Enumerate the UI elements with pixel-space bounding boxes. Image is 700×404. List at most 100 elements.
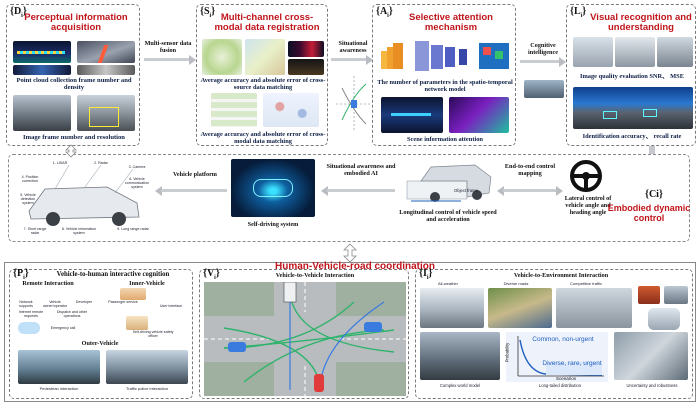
vehicle-sensor-diagram: 1. LiDAR 2. Radar 3. Camera 4. Position …	[15, 159, 153, 239]
sensor-label-5: 5. Vehicle detection system	[20, 193, 36, 206]
inner-heading: Inner-Vehicle	[129, 280, 165, 287]
e2e-arrow-left-head	[497, 185, 504, 196]
camera-image-2	[77, 95, 135, 131]
self-driving-caption: Self-driving system	[247, 221, 299, 228]
perception-caption-1: Point cloud collection frame number and …	[16, 77, 132, 92]
passenger-figure	[120, 288, 146, 300]
lidar-scan-lines	[17, 51, 65, 54]
diverse-roads-photo	[488, 288, 552, 328]
situational-sketch-svg	[336, 76, 372, 132]
human-panel: {Pi} Vehicle-to-human interactive cognit…	[9, 268, 193, 399]
sensor-label-4: 4. Position correction	[21, 175, 39, 184]
v2v-panel: {Vi} Vehicle-to-Vehicle Interaction	[199, 268, 409, 399]
pedestrian-caption: Pedestrian interaction	[39, 386, 79, 391]
control-tag: {Ci}	[645, 189, 663, 200]
complex-world-caption: Complex world model	[439, 383, 481, 388]
sensor-label-3: 3. Camera	[128, 165, 146, 169]
attention-tag: {Ai}	[376, 6, 393, 19]
police-photo	[106, 350, 188, 384]
self-driving-system-image	[231, 159, 315, 217]
attention-panel: {Ai} Selective attention mechanism The n…	[372, 4, 516, 146]
env-small-thumb-2	[664, 286, 688, 304]
intersection-diagram	[204, 282, 406, 396]
inner-item-1: Passenger service	[108, 300, 138, 304]
coordination-title: Human-Vehicle-road coordination	[274, 261, 436, 272]
attention-scene-2	[449, 97, 509, 133]
situational-arrow-shaft	[327, 189, 395, 192]
tail-y-axis-label: Probability	[504, 342, 510, 363]
cloud-icon	[18, 322, 40, 334]
recognition-caption-2: Identification accuracy、 recall rate	[582, 133, 682, 140]
perception-panel: {Di} Perceptual information acquisition …	[6, 4, 140, 146]
long-tail-plot	[506, 332, 608, 382]
vehicle-sensor-svg	[28, 164, 140, 226]
uncertainty-photo	[614, 332, 688, 380]
sensor-label-8: 8. Vehicle information system	[61, 227, 97, 236]
situational-arrow-head	[321, 185, 328, 196]
object-frame-label: Object frame	[454, 188, 478, 193]
situational-embodied-label: Situational awareness and embodied AI	[326, 163, 396, 178]
registration-layers	[211, 93, 257, 127]
registration-map	[245, 39, 285, 75]
detection-box	[89, 107, 119, 127]
tail-common-label: Common, non-urgent	[532, 336, 594, 343]
env-thumb-caption-3: Competitive traffic	[570, 281, 602, 286]
registration-point-cloud	[263, 93, 319, 127]
longitudinal-car-svg	[406, 164, 492, 202]
recognition-panel: {Li} Visual recognition and understandin…	[566, 4, 696, 146]
situational-sketch	[334, 74, 374, 134]
steering-wheel-icon	[570, 160, 602, 192]
recognition-title: Visual recognition and understanding	[590, 12, 692, 33]
v2v-tag: {Vi}	[203, 268, 220, 281]
recognition-tag: {Li}	[570, 6, 587, 19]
lidar-road-line	[97, 45, 109, 63]
arrow2-head	[366, 54, 373, 65]
perception-title: Perceptual information acquisition	[24, 12, 128, 33]
all-weather-photo	[420, 288, 484, 328]
recognition-highway	[573, 87, 693, 129]
vehicle-platform-arrow-head	[155, 185, 162, 196]
registration-sensor-graph	[202, 39, 242, 75]
pedestrian-photo	[18, 350, 100, 384]
registration-caption-1: Average accuracy and absolute error of c…	[200, 77, 326, 92]
control-panel: 1. LiDAR 2. Radar 3. Camera 4. Position …	[8, 154, 690, 242]
env-tag: {Ii}	[419, 268, 433, 281]
sensor-label-6: 6. Vehicle communication system	[124, 177, 150, 190]
control-coordination-double-arrow	[343, 243, 357, 263]
arrow1-shaft	[144, 58, 190, 61]
recognition-image-3	[657, 37, 693, 67]
vehicle-platform-label: Vehicle platform	[173, 171, 217, 178]
env-database-icon	[648, 308, 680, 330]
registration-panel: {Si} Multi-channel cross-modal data regi…	[196, 4, 328, 146]
arrow1-head	[189, 54, 196, 65]
cognitive-road-thumb	[524, 80, 564, 98]
recognition-bbox-2	[643, 109, 657, 117]
arrow2-label: Situational awareness	[338, 40, 368, 55]
recognition-bbox-1	[603, 111, 617, 119]
env-panel: {Ii} Vehicle-to-Environment Interaction …	[415, 268, 693, 399]
camera-image-1	[13, 95, 71, 131]
registration-night-road	[288, 59, 324, 75]
env-thumb-caption-1: All-weather	[437, 281, 458, 286]
attention-caption-2: Scene information attention	[407, 136, 483, 143]
network-layers-figure	[381, 41, 509, 71]
recognition-caption-1: Image quality evaluation SNR、 MSE	[579, 73, 685, 80]
tail-diverse-label: Diverse, rare, urgent	[542, 360, 602, 367]
human-tag: {Pi}	[13, 268, 29, 281]
coordination-panel: Human-Vehicle-road coordination {Pi} Veh…	[4, 261, 696, 402]
lidar-image-2	[77, 41, 135, 63]
remote-item-6: Emergency call	[50, 326, 76, 330]
lidar-image-1	[13, 41, 71, 63]
attention-scene-1	[381, 97, 443, 133]
remote-heading: Remote Interaction	[22, 280, 74, 287]
outer-heading: Outer-Vehicle	[81, 340, 119, 347]
recognition-image-1	[573, 37, 613, 67]
registration-radar	[288, 41, 324, 57]
arrow1-label: Multi-sensor data fusion	[144, 40, 192, 55]
lidar-image-3	[13, 65, 71, 75]
env-title: Vehicle-to-Environment Interaction	[513, 272, 609, 279]
registration-title: Multi-channel cross-modal data registrat…	[214, 12, 320, 33]
sensor-label-9: 9. Long range radar	[117, 227, 149, 231]
inner-item-3: Self-driving vehicle safety officer	[132, 330, 174, 339]
longitudinal-caption: Longitudinal control of vehicle speed an…	[399, 209, 497, 224]
